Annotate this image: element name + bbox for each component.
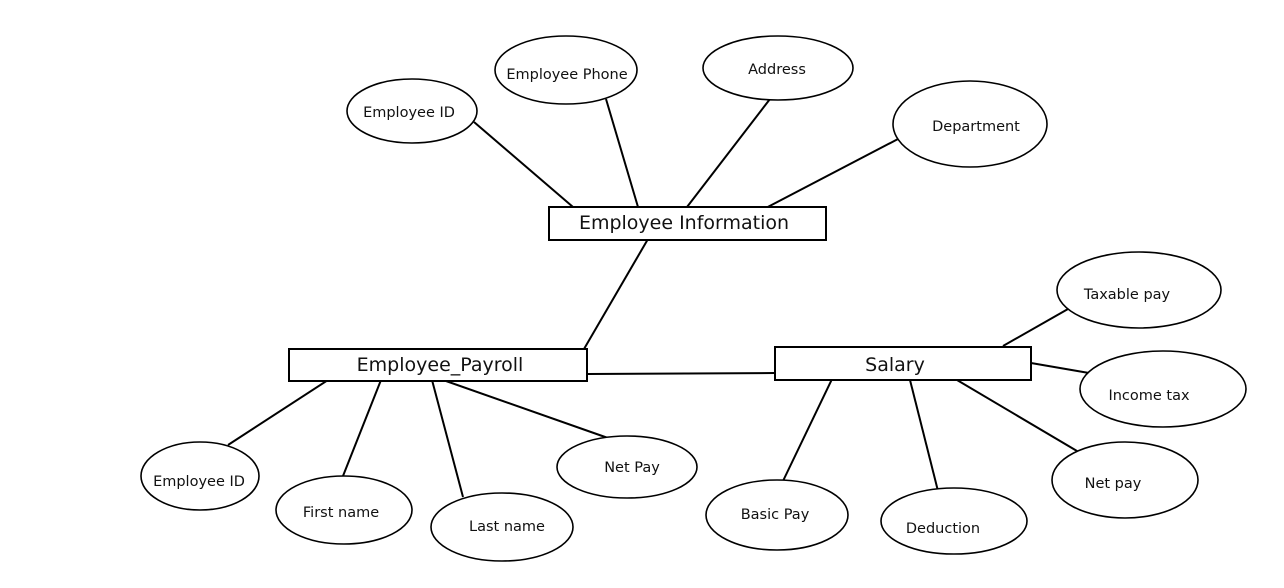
attribute-info-employee-id-shape: [346, 78, 478, 144]
attribute-taxable-pay-shape: [1056, 251, 1222, 329]
attribute-payroll-employee-id-label: Employee ID: [153, 474, 245, 490]
line-salary-net-pay: [956, 379, 1078, 452]
line-salary-basic-pay: [782, 376, 834, 482]
attribute-payroll-employee-id-shape: [140, 441, 260, 511]
attribute-taxable-pay-label: Taxable pay: [1083, 287, 1171, 303]
line-info-employee-phone: [605, 98, 639, 208]
attribute-payroll-net-pay-shape: [556, 435, 698, 499]
line-payroll-to-salary: [587, 372, 776, 375]
attribute-department: Department: [892, 80, 1048, 168]
attribute-income-tax: Income tax: [1079, 350, 1247, 428]
attribute-payroll-employee-id: Employee ID: [140, 441, 260, 511]
attribute-info-employee-id: Employee ID: [346, 78, 478, 144]
attribute-taxable-pay: Taxable pay: [1056, 251, 1222, 329]
line-payroll-first-name: [342, 379, 382, 477]
attribute-first-name: First name: [275, 475, 413, 545]
entity-employee-information: Employee Information: [548, 206, 827, 241]
attribute-salary-net-pay: Net pay: [1051, 441, 1199, 519]
entity-employee-information-box: [548, 206, 827, 241]
attribute-department-shape: [892, 80, 1048, 168]
line-salary-income-tax: [1030, 362, 1090, 374]
attribute-deduction-shape: [880, 487, 1028, 555]
line-payroll-employee-id: [227, 379, 329, 446]
attribute-basic-pay-shape: [705, 479, 849, 551]
attribute-last-name-label: Last name: [469, 519, 545, 535]
line-salary-taxable-pay: [1002, 308, 1069, 347]
line-salary-deduction: [909, 379, 939, 492]
entity-employee-payroll-box: [288, 348, 588, 382]
line-payroll-last-name: [431, 379, 464, 498]
attribute-payroll-net-pay-label: Net Pay: [604, 460, 660, 476]
entity-salary-label: Salary: [865, 354, 925, 376]
attribute-income-tax-label: Income tax: [1108, 388, 1190, 404]
entity-employee-information-label: Employee Information: [579, 212, 789, 234]
attribute-first-name-label: First name: [303, 505, 379, 521]
attribute-income-tax-shape: [1079, 350, 1247, 428]
attribute-address-shape: [702, 35, 854, 101]
entity-salary-box: [774, 346, 1032, 381]
attribute-info-employee-id-label: Employee ID: [363, 105, 455, 121]
attribute-last-name: Last name: [430, 492, 574, 562]
attribute-address-label: Address: [748, 62, 806, 78]
attribute-salary-net-pay-shape: [1051, 441, 1199, 519]
attribute-first-name-shape: [275, 475, 413, 545]
attribute-department-label: Department: [932, 119, 1020, 135]
attribute-address: Address: [702, 35, 854, 101]
entity-employee-payroll: Employee_Payroll: [288, 348, 588, 382]
connector-lines: [227, 98, 1090, 498]
line-payroll-net-pay: [445, 380, 609, 439]
attribute-basic-pay: Basic Pay: [705, 479, 849, 551]
line-info-department: [761, 138, 899, 211]
line-info-to-payroll: [583, 238, 649, 350]
attribute-deduction: Deduction: [880, 487, 1028, 555]
attribute-employee-phone: Employee Phone: [494, 35, 638, 105]
attribute-employee-phone-shape: [494, 35, 638, 105]
entity-employee-payroll-label: Employee_Payroll: [357, 354, 524, 376]
attribute-last-name-shape: [430, 492, 574, 562]
line-info-address: [686, 98, 771, 208]
attribute-basic-pay-label: Basic Pay: [741, 507, 810, 523]
attribute-employee-phone-label: Employee Phone: [506, 67, 627, 83]
attribute-salary-net-pay-label: Net pay: [1085, 476, 1142, 492]
attribute-deduction-label: Deduction: [906, 521, 980, 537]
entity-salary: Salary: [774, 346, 1032, 381]
attribute-payroll-net-pay: Net Pay: [556, 435, 698, 499]
line-info-employee-id: [473, 121, 574, 208]
